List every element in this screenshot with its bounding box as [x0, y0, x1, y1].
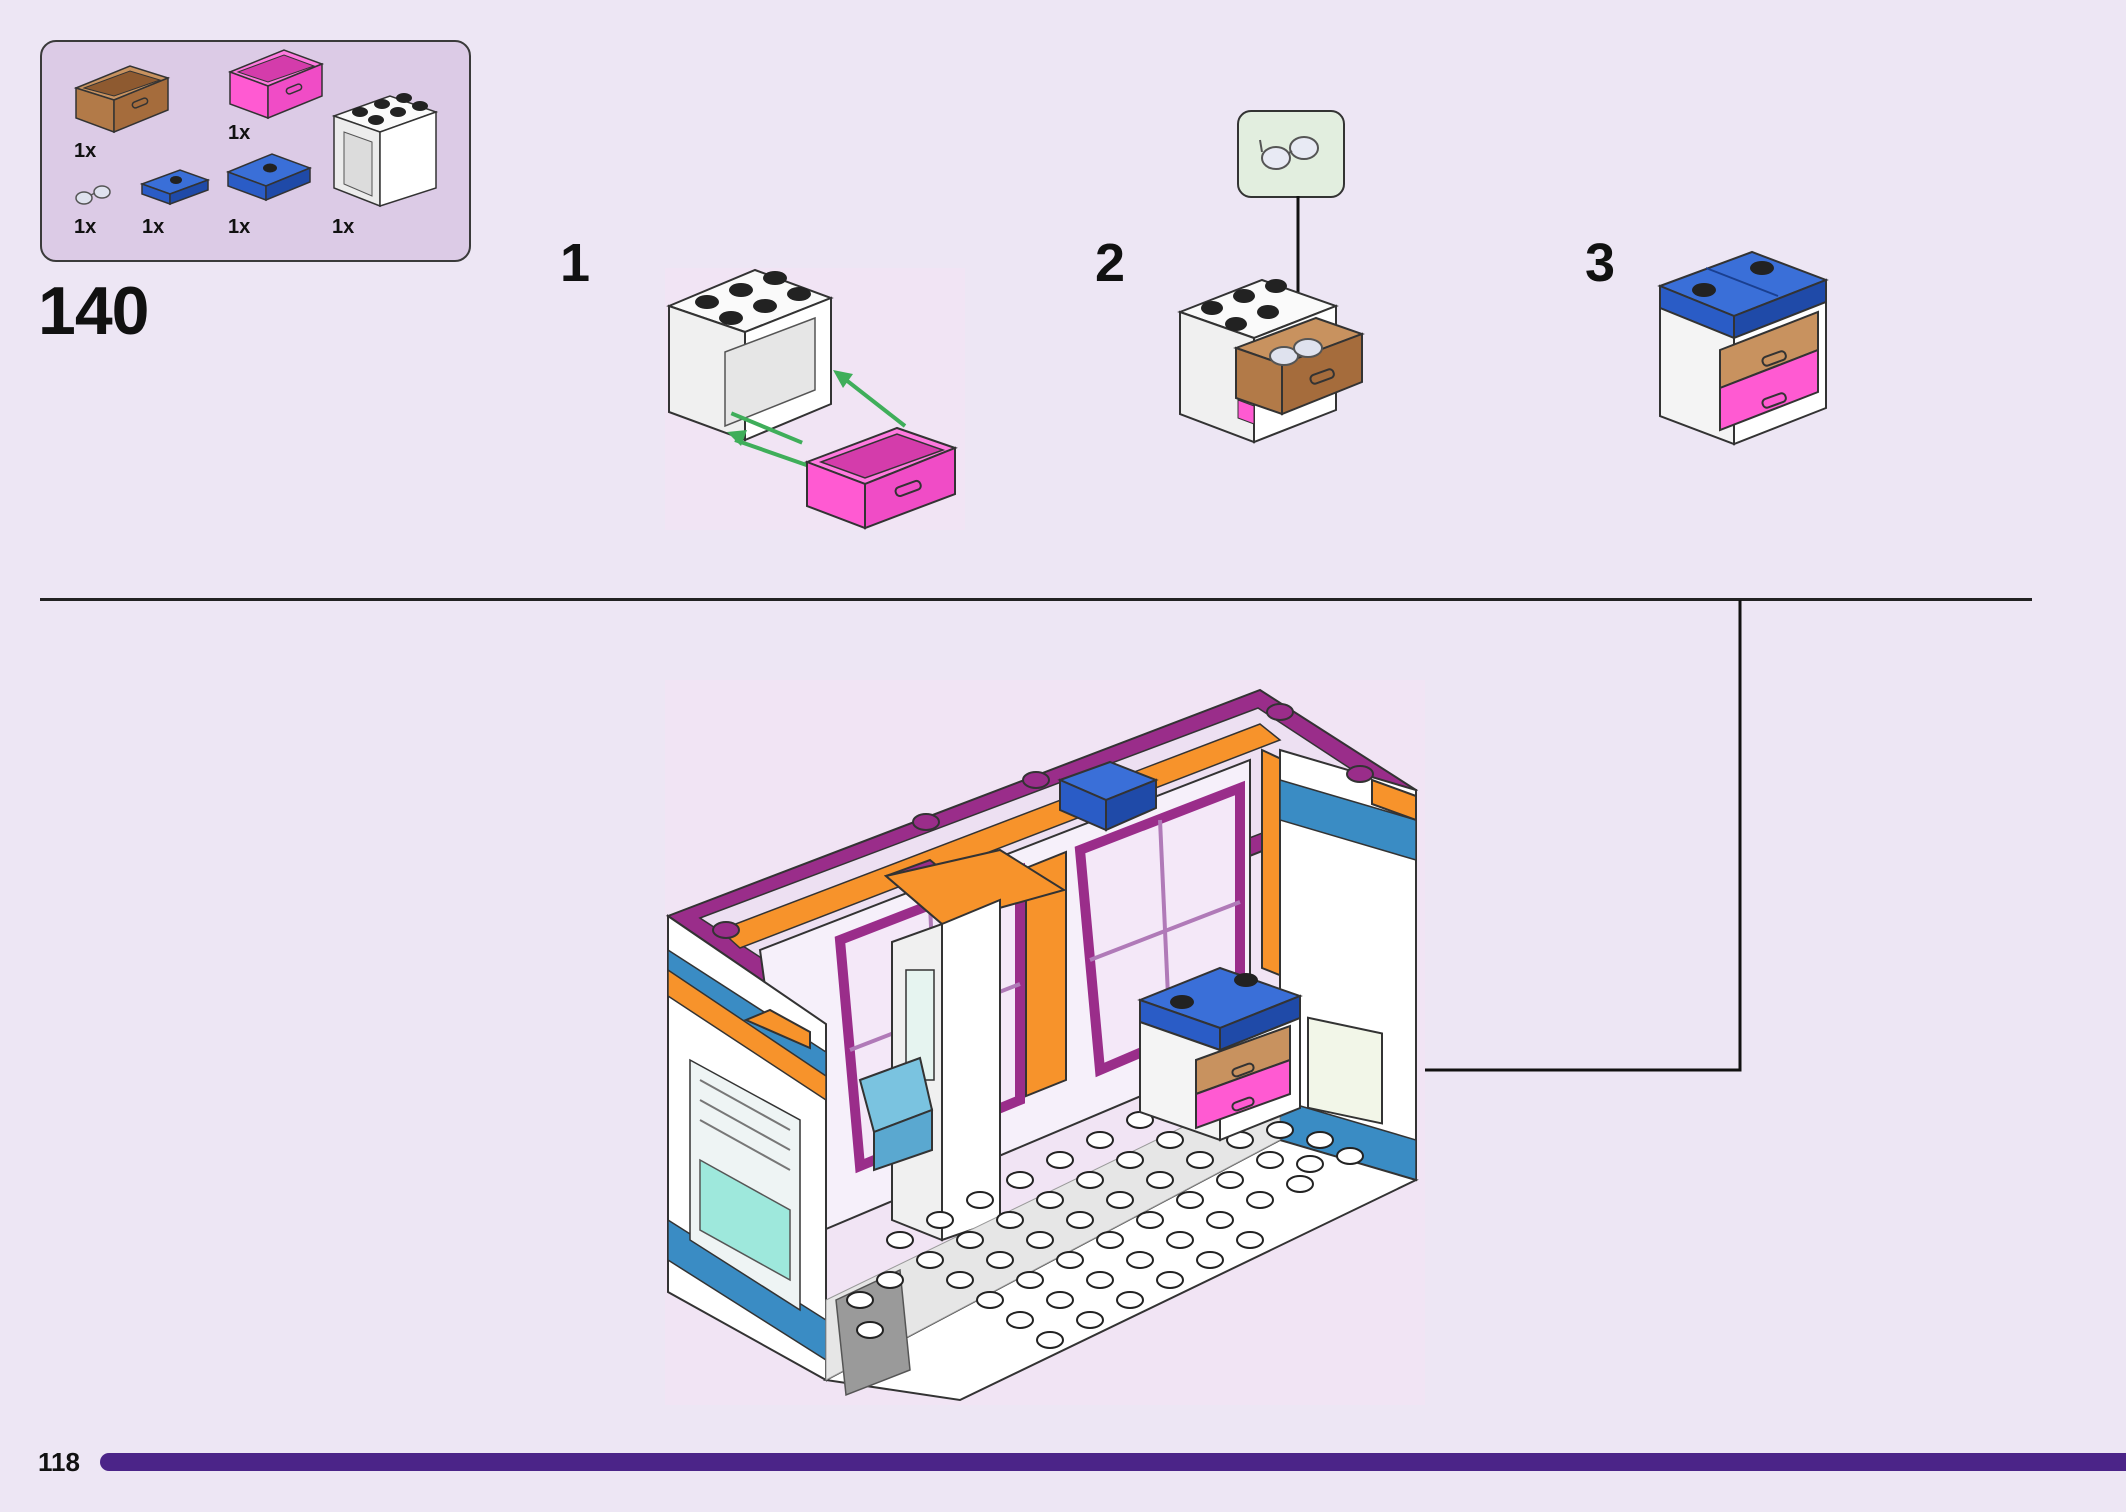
finished-cabinet-illustration — [1657, 250, 1829, 446]
white-cabinet-icon — [331, 93, 439, 208]
substep-number: 3 — [1585, 233, 1616, 293]
blue-tile-icon — [139, 169, 211, 206]
part-qty: 1x — [332, 216, 355, 238]
cabinet-with-drawer-illustration — [1177, 196, 1365, 444]
blue-plate-icon — [225, 153, 313, 202]
cabinet-assembly-illustration — [666, 268, 958, 530]
glasses-icon — [1259, 136, 1319, 170]
poster — [1307, 1016, 1383, 1125]
part-qty: 1x — [228, 122, 251, 144]
divider — [40, 598, 2032, 601]
glasses-icon — [75, 185, 111, 205]
part-qty: 1x — [74, 216, 97, 238]
part-qty: 1x — [142, 216, 165, 238]
room-model-illustration — [665, 688, 1419, 1402]
page-number: 118 — [38, 1447, 80, 1477]
part-qty: 1x — [74, 140, 97, 162]
substep-number: 1 — [560, 233, 591, 293]
step-number: 140 — [38, 273, 149, 349]
progress-bar — [100, 1453, 2126, 1471]
pink-drawer-icon — [227, 49, 325, 120]
arrow-icon — [727, 370, 907, 470]
part-qty: 1x — [228, 216, 251, 238]
brown-drawer-icon — [73, 65, 171, 134]
substep-number: 2 — [1095, 233, 1126, 293]
